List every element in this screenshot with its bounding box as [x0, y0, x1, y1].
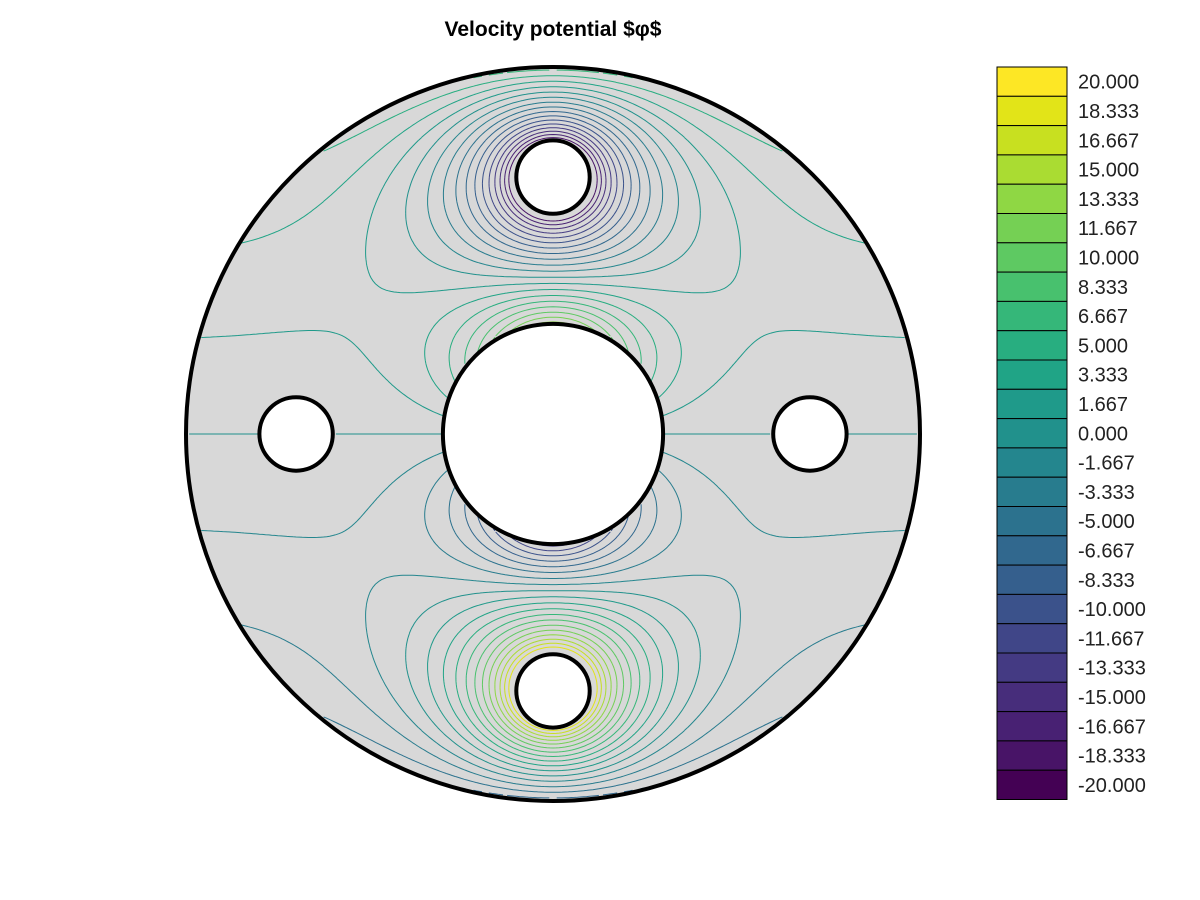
colorbar-label: 11.667 [1078, 218, 1138, 240]
chart-title: Velocity potential $φ$ [444, 18, 662, 41]
colorbar-label: 20.000 [1078, 72, 1139, 94]
colorbar-swatch [996, 623, 1068, 654]
colorbar-swatch [996, 740, 1068, 771]
contour-level--16.667 [504, 134, 602, 226]
colorbar-label: 6.667 [1078, 306, 1128, 328]
hole-left [257, 395, 335, 473]
colorbar-swatch [996, 564, 1068, 595]
colorbar-label: 16.667 [1078, 130, 1139, 152]
colorbar-swatch [996, 535, 1068, 566]
colorbar-label: 0.000 [1078, 423, 1128, 445]
colorbar-swatch [996, 652, 1068, 683]
colorbar-swatch [996, 593, 1068, 625]
colorbar-label: -11.667 [1078, 628, 1144, 650]
contour-level--6.667 [448, 111, 658, 799]
colorbar-label: 18.333 [1078, 101, 1139, 123]
contour-level-10.000 [481, 311, 625, 749]
colorbar-swatch [996, 154, 1068, 185]
colorbar-label: -3.333 [1078, 482, 1135, 504]
hole-right [771, 395, 849, 473]
colorbar-label: -18.333 [1078, 746, 1146, 768]
contour-level-1.667 [201, 86, 905, 772]
contour-level--10.000 [481, 119, 625, 557]
contour-level-3.333 [240, 80, 866, 767]
colorbar-swatch [996, 447, 1068, 478]
colorbar-label: 8.333 [1078, 277, 1128, 299]
domain-region [185, 66, 920, 802]
colorbar-swatch [996, 95, 1068, 127]
colorbar-label: 3.333 [1078, 365, 1128, 387]
colorbar-swatch [996, 300, 1068, 332]
colorbar-label: 15.000 [1078, 160, 1139, 182]
hole-top [514, 138, 592, 216]
colorbar-swatch [996, 66, 1068, 97]
colorbar-label: -1.667 [1078, 453, 1135, 475]
colorbar-label: -6.667 [1078, 540, 1135, 562]
colorbar-swatch [996, 330, 1068, 361]
hole-center [440, 321, 666, 547]
colorbar-swatch [996, 418, 1068, 449]
contour-level--15.000 [499, 130, 607, 230]
colorbar-swatch [996, 681, 1068, 713]
contour-level-15.000 [499, 638, 607, 738]
colorbar-label: 5.000 [1078, 335, 1128, 357]
contour-level-13.333 [494, 321, 612, 741]
colorbar-label: -13.333 [1078, 658, 1146, 680]
colorbar-swatch [996, 271, 1068, 302]
colorbar-swatch [996, 359, 1068, 390]
colorbar-swatch [996, 213, 1068, 244]
contour-level--8.333 [474, 115, 632, 562]
colorbar-swatch [996, 711, 1068, 742]
contour-level-11.667 [488, 316, 618, 745]
contour-level--3.333 [240, 101, 866, 788]
colorbar-label: -15.000 [1078, 687, 1146, 709]
contour-level-5.000 [317, 75, 789, 762]
colorbar-swatch [996, 388, 1068, 420]
colorbar-label: -20.000 [1078, 775, 1146, 797]
colorbar-label: 10.000 [1078, 247, 1139, 269]
contour-level-18.333 [508, 646, 598, 731]
outer-boundary [184, 65, 922, 803]
colorbar-swatch [996, 242, 1068, 273]
domain-fill [185, 66, 920, 802]
contour-level-6.667 [448, 69, 658, 757]
colorbar-label: 1.667 [1078, 394, 1128, 416]
colorbar-label: 13.333 [1078, 189, 1139, 211]
colorbar-swatch [996, 506, 1068, 537]
colorbar-swatch [996, 125, 1068, 156]
contour-level--11.667 [488, 123, 618, 552]
colorbar-label: -8.333 [1078, 570, 1135, 592]
hole-bottom [514, 652, 592, 730]
contour-level-16.667 [504, 642, 602, 734]
colorbar-label: -10.000 [1078, 599, 1146, 621]
colorbar-label: -5.000 [1078, 511, 1135, 533]
contour-level-8.333 [474, 306, 632, 753]
contour-level--5.000 [317, 106, 789, 793]
colorbar-swatch [996, 769, 1068, 801]
domain-boundaries [184, 65, 922, 803]
colorbar-label: -16.667 [1078, 716, 1146, 738]
contour-level--18.333 [508, 137, 598, 222]
contour-level--1.667 [201, 96, 905, 782]
colorbar-swatch [996, 183, 1068, 214]
contour-level-0.000 [189, 91, 917, 777]
colorbar-swatch [996, 476, 1068, 508]
